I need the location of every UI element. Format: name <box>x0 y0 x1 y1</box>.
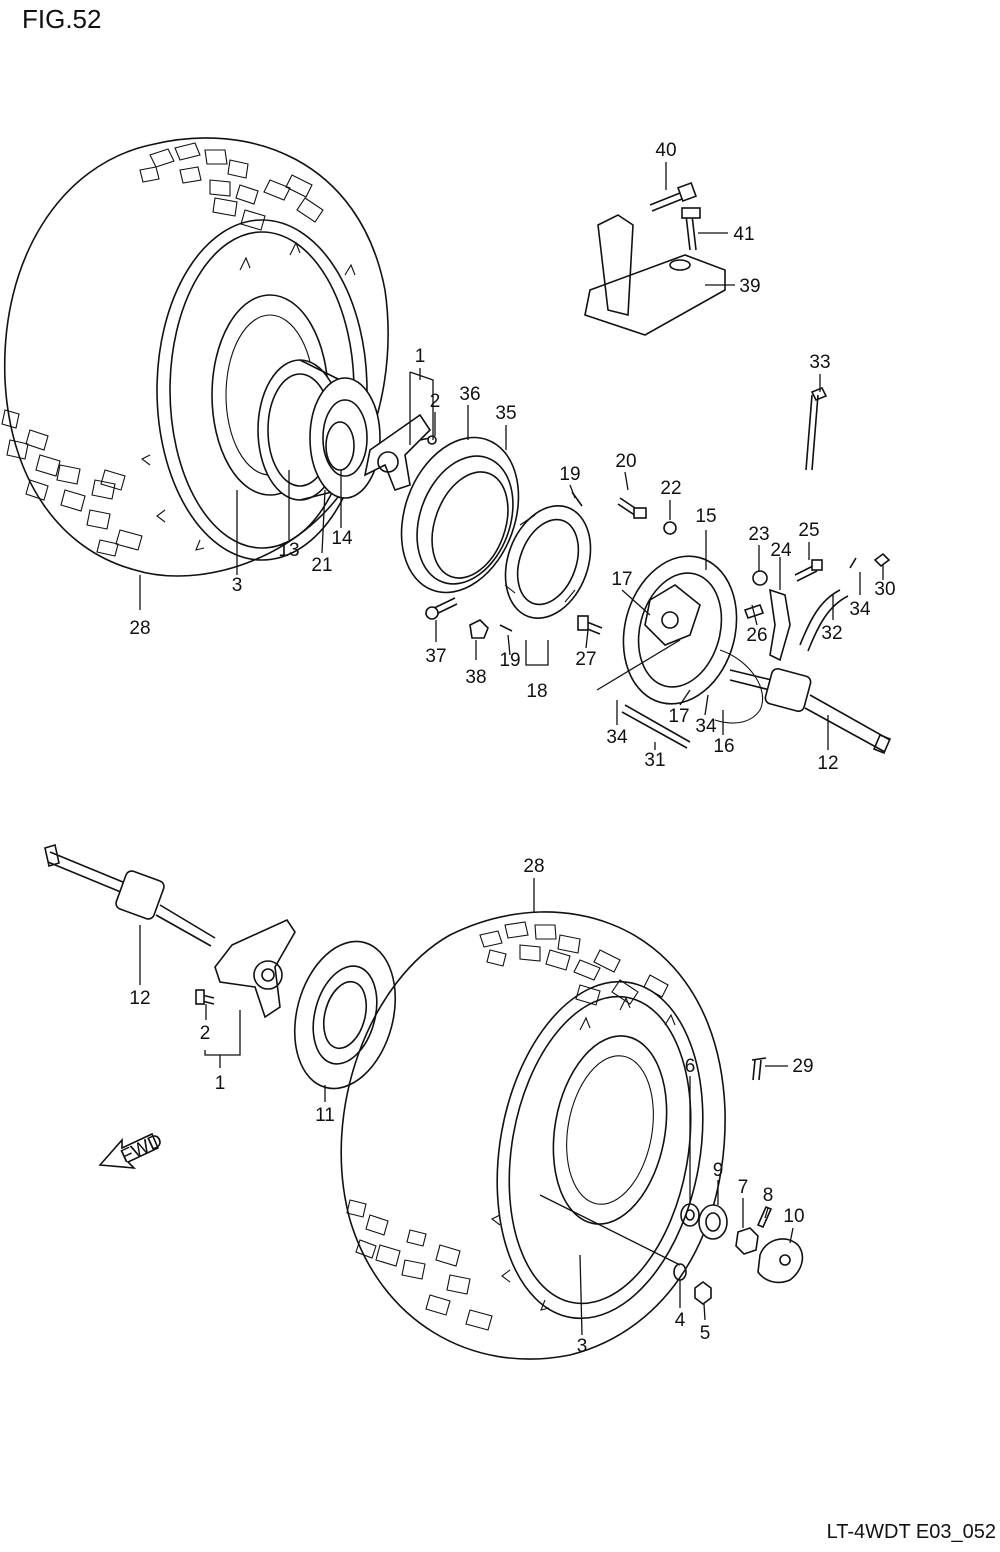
lower-hub <box>195 918 296 1019</box>
callout-26: 26 <box>746 625 767 646</box>
callout-12: 12 <box>817 753 838 774</box>
leader-lines <box>139 162 884 1336</box>
callout-10: 10 <box>783 1206 804 1227</box>
callout-25: 25 <box>798 520 819 541</box>
callout-34: 34 <box>695 716 717 737</box>
upper-hub-assembly <box>257 359 432 501</box>
callout-33: 33 <box>809 352 830 373</box>
rod <box>621 704 691 749</box>
callout-12: 12 <box>129 988 150 1009</box>
upper-fasteners <box>419 435 891 662</box>
callout-labels: 40 41 39 33 1 2 36 35 19 20 22 15 23 25 … <box>129 140 895 1357</box>
brake-panel-assembly <box>622 555 764 724</box>
callout-30: 30 <box>874 579 895 600</box>
callout-8: 8 <box>763 1185 774 1206</box>
callout-15: 15 <box>695 506 716 527</box>
callout-19: 19 <box>499 650 520 671</box>
fwd-label: FWD <box>118 1130 166 1167</box>
callout-21: 21 <box>311 555 332 576</box>
callout-17: 17 <box>611 569 632 590</box>
callout-11: 11 <box>315 1105 335 1126</box>
upper-tire <box>1 137 389 577</box>
callout-29: 29 <box>792 1056 813 1077</box>
callout-40: 40 <box>655 140 676 161</box>
callout-1: 1 <box>415 346 426 367</box>
callout-1: 1 <box>215 1073 226 1094</box>
callout-16: 16 <box>713 736 734 757</box>
callout-3: 3 <box>577 1336 588 1357</box>
callout-34: 34 <box>606 727 628 748</box>
bolts-40-41 <box>649 182 701 251</box>
lower-fasteners <box>673 1057 804 1305</box>
callout-4: 4 <box>675 1310 686 1331</box>
callout-32: 32 <box>821 623 842 644</box>
figure-title: FIG.52 <box>22 4 102 34</box>
callout-13: 13 <box>278 540 299 561</box>
callout-24: 24 <box>770 540 792 561</box>
forward-direction-arrow: FWD <box>98 1130 166 1169</box>
callout-41: 41 <box>733 224 754 245</box>
callout-17: 17 <box>668 706 689 727</box>
callout-37: 37 <box>425 646 446 667</box>
callout-34: 34 <box>849 599 871 620</box>
callout-28: 28 <box>129 618 150 639</box>
callout-31: 31 <box>644 750 665 771</box>
callout-20: 20 <box>615 451 636 472</box>
callout-3: 3 <box>232 575 243 596</box>
callout-18: 18 <box>526 681 547 702</box>
callout-38: 38 <box>465 667 486 688</box>
callout-2: 2 <box>200 1023 211 1044</box>
brake-drum-assembly <box>400 436 592 619</box>
lower-drive-axle <box>44 843 216 947</box>
callout-5: 5 <box>700 1323 711 1344</box>
lower-tire <box>340 911 726 1360</box>
callout-14: 14 <box>331 528 353 549</box>
diagram-code: LT-4WDT E03_052 <box>826 1521 996 1543</box>
brake-disc <box>293 940 397 1090</box>
callout-7: 7 <box>738 1177 749 1198</box>
callout-28: 28 <box>523 856 544 877</box>
callout-27: 27 <box>575 649 596 670</box>
upper-drive-axle <box>729 667 892 755</box>
callout-2: 2 <box>430 391 441 412</box>
callout-23: 23 <box>748 524 769 545</box>
mounting-bracket <box>584 214 726 336</box>
callout-22: 22 <box>660 478 681 499</box>
callout-35: 35 <box>495 403 516 424</box>
callout-9: 9 <box>713 1160 724 1181</box>
callout-39: 39 <box>739 276 760 297</box>
callout-6: 6 <box>685 1056 696 1077</box>
callout-19: 19 <box>559 464 580 485</box>
brake-hose-and-cable <box>799 386 849 652</box>
callout-36: 36 <box>459 384 480 405</box>
